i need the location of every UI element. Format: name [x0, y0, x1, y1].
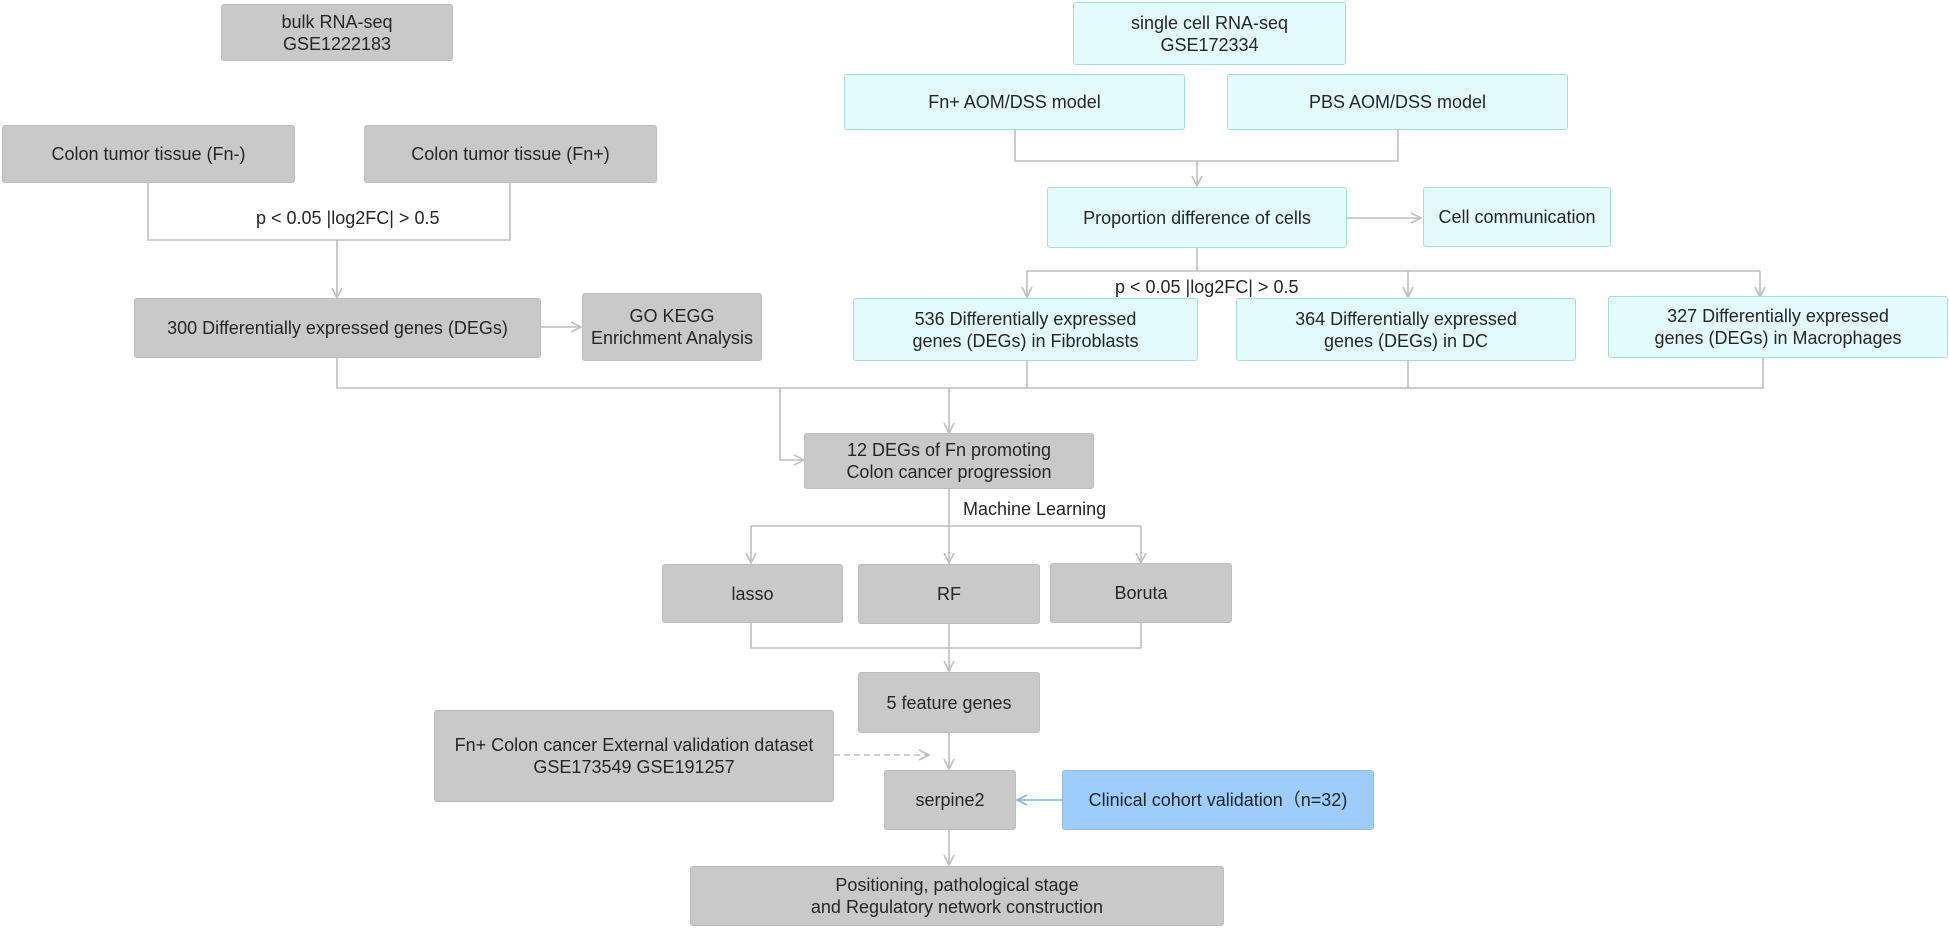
serpine2-label: serpine2	[915, 790, 985, 810]
final-analysis-line1: Positioning, pathological stage	[835, 875, 1079, 895]
go-kegg-box: GO KEGG Enrichment Analysis	[582, 293, 762, 361]
bulk-threshold-label: p < 0.05 |log2FC| > 0.5	[256, 208, 440, 228]
bulk-header-line1: bulk RNA-seq	[281, 11, 393, 32]
serpine2-box: serpine2	[884, 770, 1016, 830]
tissue-fn-negative-label: Colon tumor tissue (Fn-)	[51, 144, 246, 164]
proportion-difference-label: Proportion difference of cells	[1083, 207, 1311, 228]
feature-genes-box: 5 feature genes	[858, 672, 1040, 733]
common-12-degs-box: 12 DEGs of Fn promoting Colon cancer pro…	[804, 433, 1094, 489]
rf-label: RF	[937, 584, 961, 604]
dc-degs-line2: genes (DEGs) in DC	[1323, 330, 1489, 351]
tissue-fn-negative-box: Colon tumor tissue (Fn-)	[2, 125, 295, 183]
single-cell-header-line1: single cell RNA-seq	[1130, 12, 1289, 33]
connector-ml-merge	[750, 623, 1142, 649]
tissue-fn-positive-box: Colon tumor tissue (Fn+)	[364, 125, 657, 183]
tissue-fn-positive-label: Colon tumor tissue (Fn+)	[411, 144, 610, 164]
clinical-cohort-label: Clinical cohort validation（n=32)	[1088, 790, 1348, 810]
common-degs-line1: 12 DEGs of Fn promoting	[846, 440, 1052, 460]
final-analysis-box: Positioning, pathological stage and Regu…	[690, 866, 1224, 926]
arrow-bulk-to-12-degs	[779, 388, 803, 460]
fn-aom-dss-model-box: Fn+ AOM/DSS model	[844, 74, 1185, 130]
single-cell-header-box: single cell RNA-seq GSE172334	[1073, 2, 1346, 65]
fn-aom-dss-model-label: Fn+ AOM/DSS model	[928, 92, 1101, 112]
lasso-label: lasso	[731, 583, 774, 604]
macrophage-degs-box: 327 Differentially expressed genes (DEGs…	[1608, 296, 1948, 358]
boruta-box: Boruta	[1050, 563, 1232, 623]
single-cell-threshold-label: p < 0.05 |log2FC| > 0.5	[1115, 277, 1299, 297]
external-validation-box: Fn+ Colon cancer External validation dat…	[434, 710, 834, 802]
machine-learning-label: Machine Learning	[963, 499, 1107, 519]
proportion-difference-box: Proportion difference of cells	[1047, 187, 1347, 248]
external-validation-line1: Fn+ Colon cancer External validation dat…	[454, 735, 814, 755]
pbs-aom-dss-model-label: PBS AOM/DSS model	[1308, 92, 1487, 112]
connector-celltype-split	[1027, 248, 1760, 272]
dc-degs-line1: 364 Differentially expressed	[1295, 308, 1517, 329]
pbs-aom-dss-model-box: PBS AOM/DSS model	[1227, 74, 1568, 130]
go-kegg-line1: GO KEGG	[629, 306, 715, 326]
connector-model-merge	[1014, 129, 1399, 162]
dc-degs-box: 364 Differentially expressed genes (DEGs…	[1236, 298, 1576, 361]
single-cell-header-line2: GSE172334	[1160, 34, 1259, 55]
cell-communication-label: Cell communication	[1438, 207, 1596, 227]
rf-box: RF	[858, 564, 1040, 624]
bulk-rnaseq-header-box: bulk RNA-seq GSE1222183	[221, 4, 453, 61]
bulk-300-degs-label: 300 Differentially expressed genes (DEGs…	[167, 318, 508, 338]
fibroblast-degs-line2: genes (DEGs) in Fibroblasts	[912, 330, 1139, 351]
fibroblast-degs-line1: 536 Differentially expressed	[914, 308, 1137, 329]
macrophage-degs-line2: genes (DEGs) in Macrophages	[1654, 328, 1902, 348]
cell-communication-box: Cell communication	[1423, 187, 1611, 247]
final-analysis-line2: and Regulatory network construction	[810, 897, 1104, 917]
external-validation-line2: GSE173549 GSE191257	[533, 757, 735, 777]
bulk-300-degs-box: 300 Differentially expressed genes (DEGs…	[134, 298, 541, 358]
boruta-label: Boruta	[1114, 583, 1168, 603]
connector-degs-merge	[336, 358, 1764, 389]
common-degs-line2: Colon cancer progression	[846, 462, 1052, 482]
macrophage-degs-line1: 327 Differentially expressed	[1667, 306, 1889, 326]
connector-tissue-merge	[147, 182, 511, 241]
feature-genes-label: 5 feature genes	[886, 692, 1012, 713]
go-kegg-line2: Enrichment Analysis	[590, 328, 754, 348]
clinical-cohort-box: Clinical cohort validation（n=32)	[1062, 770, 1374, 830]
bulk-header-line2: GSE1222183	[282, 33, 392, 54]
fibroblast-degs-box: 536 Differentially expressed genes (DEGs…	[853, 298, 1198, 361]
lasso-box: lasso	[662, 564, 843, 623]
